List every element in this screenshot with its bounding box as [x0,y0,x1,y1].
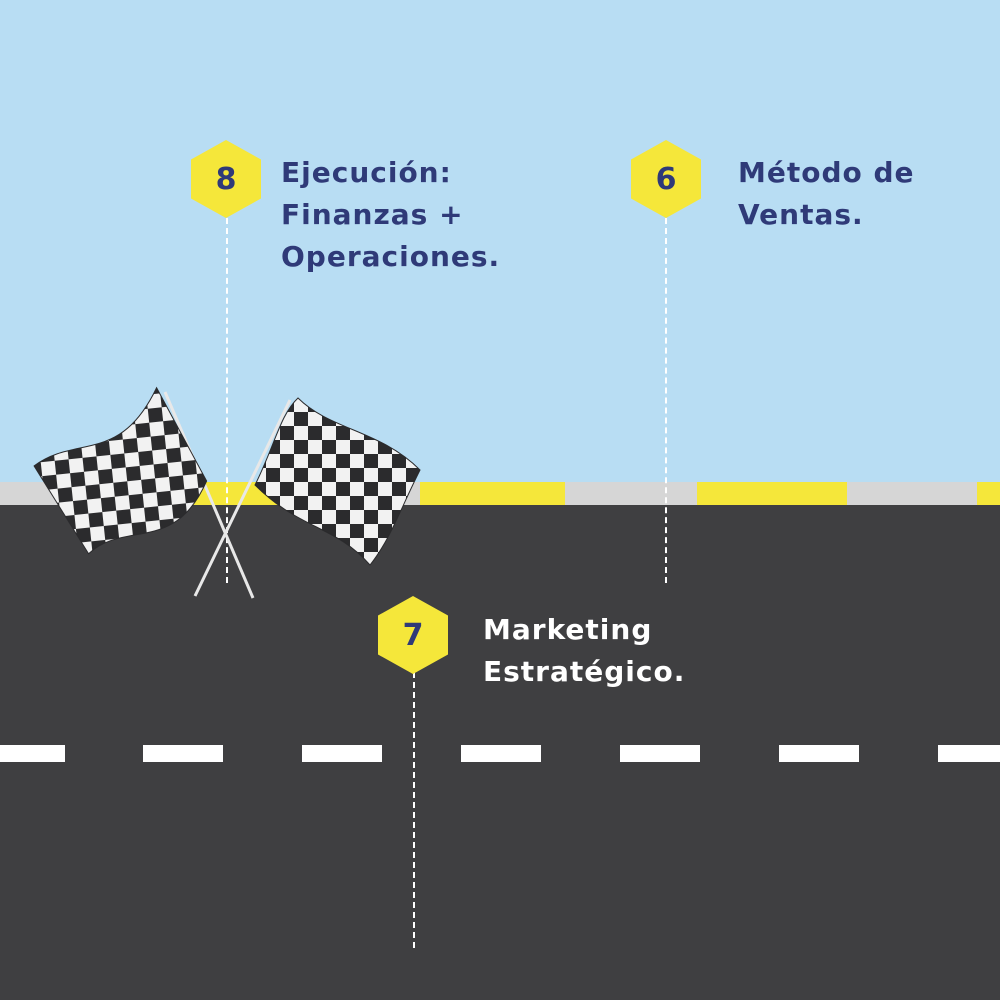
step-badge-8: 8 [191,140,261,218]
connector-line-step-7 [413,672,415,948]
lane-dash [302,745,382,762]
lane-dash [779,745,859,762]
step-badge-6: 6 [631,140,701,218]
curb-segment [977,482,1000,505]
sky-background [0,0,1000,482]
step-label-7: Marketing Estratégico. [483,613,686,688]
curb-segment [565,482,697,505]
lane-dash [0,745,65,762]
curb-segment [697,482,847,505]
checkered-flag-left-icon [33,386,208,555]
lane-dash [938,745,1000,762]
step-label-6: Método de Ventas. [738,156,915,231]
flag-pole-left [163,391,255,599]
lane-dash [143,745,223,762]
lane-line [0,745,1000,762]
curb-segment [420,482,565,505]
step-label-8: Ejecución: Finanzas + Operaciones. [281,156,501,273]
curb-segment [847,482,977,505]
connector-line-step-8 [226,218,228,583]
lane-dash [620,745,700,762]
checkered-flag-right-icon [254,397,421,566]
flag-pole-right [193,399,292,597]
checkered-flags-icon [33,386,421,599]
connector-line-step-6 [665,218,667,583]
lane-dash [461,745,541,762]
